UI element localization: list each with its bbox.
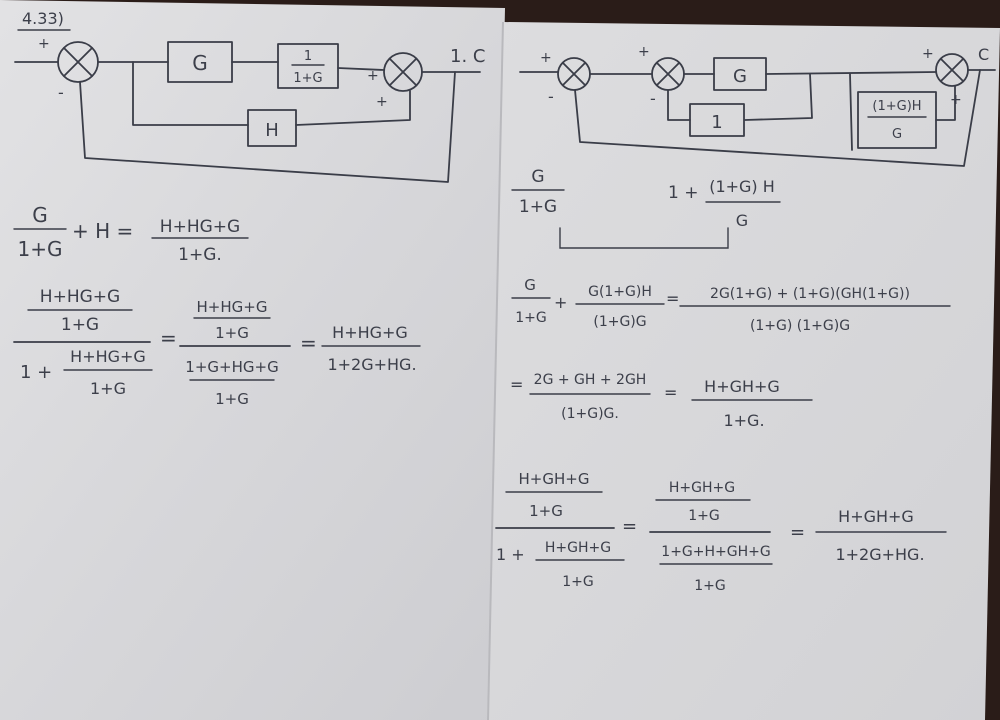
right-equation-4: = 2G + GH + 2GH (1+G)G. = H+GH+G 1+G.	[510, 372, 813, 430]
svg-text:+: +	[540, 50, 552, 66]
svg-text:1+G: 1+G	[90, 379, 126, 398]
right-equation-5: H+GH+G 1+G 1 + H+GH+G 1+G = H+GH+G 1+G 1…	[495, 470, 947, 594]
svg-text:C: C	[978, 45, 989, 64]
svg-text:1+G: 1+G	[515, 310, 547, 326]
svg-text:1 +: 1 +	[20, 362, 52, 383]
left-sign-plus-2: +	[367, 68, 379, 84]
right-equation-3: G 1+G + G(1+G)H (1+G)G = 2G(1+G) + (1+G)…	[511, 276, 951, 334]
svg-text:H+HG+G: H+HG+G	[160, 217, 240, 237]
right-bracket	[559, 227, 729, 249]
sheet-divider	[487, 21, 504, 720]
svg-text:-: -	[548, 87, 554, 106]
svg-text:H+GH+G: H+GH+G	[838, 507, 914, 526]
svg-text:G: G	[736, 211, 748, 230]
svg-text:+: +	[922, 46, 934, 62]
left-block-g-label: G	[192, 51, 208, 75]
svg-text:2G + GH + 2GH: 2G + GH + 2GH	[534, 372, 647, 388]
svg-text:H+GH+G: H+GH+G	[545, 540, 611, 556]
left-output-label: 1. C	[450, 46, 485, 67]
svg-text:H+GH+G: H+GH+G	[669, 480, 735, 496]
svg-text:H+HG+G: H+HG+G	[332, 323, 408, 342]
svg-text:+: +	[638, 44, 650, 60]
svg-text:+ H =: + H =	[72, 219, 133, 243]
svg-text:(1+G) H: (1+G) H	[709, 177, 775, 196]
svg-text:1+G: 1+G	[215, 390, 249, 408]
left-block-h-label: H	[265, 120, 279, 141]
svg-text:(1+G) (1+G)G: (1+G) (1+G)G	[750, 318, 850, 334]
svg-text:1+G+H+GH+G: 1+G+H+GH+G	[661, 544, 770, 560]
left-equation-2: H+HG+G 1+G 1 + H+HG+G 1+G = H+HG+G 1+G 1…	[13, 287, 421, 408]
left-block-inner-den: 1+G	[293, 71, 322, 86]
right-feedback-line	[574, 69, 981, 167]
svg-text:1 +: 1 +	[496, 545, 525, 564]
left-sign-plus-1: +	[38, 36, 50, 52]
left-feedback-line	[79, 71, 456, 183]
right-sheet	[487, 22, 1000, 720]
svg-text:(1+G)G: (1+G)G	[593, 314, 646, 330]
left-equation-1: G 1+G + H = H+HG+G 1+G.	[13, 203, 249, 265]
svg-text:2G(1+G) + (1+G)(GH(1+G)): 2G(1+G) + (1+G)(GH(1+G))	[710, 286, 910, 302]
left-block-h	[247, 109, 297, 147]
svg-text:G: G	[733, 66, 747, 87]
svg-text:G: G	[531, 167, 544, 187]
svg-text:-: -	[650, 89, 656, 108]
svg-text:H+GH+G: H+GH+G	[519, 470, 590, 488]
svg-text:1+2G+HG.: 1+2G+HG.	[835, 545, 924, 564]
svg-text:1+G.: 1+G.	[178, 245, 222, 265]
right-note-1: G 1+G	[511, 167, 565, 217]
svg-text:=: =	[664, 383, 677, 402]
svg-text:1: 1	[711, 112, 722, 133]
svg-text:1+G.: 1+G.	[723, 411, 764, 430]
svg-text:+: +	[554, 293, 567, 312]
svg-text:1+G: 1+G	[519, 197, 557, 217]
svg-text:1+G: 1+G	[61, 315, 99, 335]
left-sign-plus-3: +	[376, 94, 388, 110]
svg-text:1+G+HG+G: 1+G+HG+G	[185, 358, 278, 376]
problem-label: 4.33)	[22, 9, 64, 28]
svg-text:1+2G+HG.: 1+2G+HG.	[327, 355, 416, 374]
svg-text:(1+G)H: (1+G)H	[872, 99, 921, 114]
left-block-inner	[277, 43, 339, 89]
svg-text:H+HG+G: H+HG+G	[40, 287, 120, 307]
svg-text:1+G: 1+G	[18, 237, 63, 261]
svg-text:=: =	[790, 522, 805, 543]
svg-text:G(1+G)H: G(1+G)H	[588, 284, 652, 300]
svg-text:1+G: 1+G	[562, 574, 594, 590]
svg-text:G: G	[892, 127, 902, 142]
svg-text:1+G: 1+G	[688, 508, 720, 524]
svg-text:H+HG+G: H+HG+G	[70, 347, 146, 366]
right-note-2: 1 + (1+G) H G	[668, 177, 781, 230]
left-sheet	[0, 0, 505, 720]
svg-text:H+GH+G: H+GH+G	[704, 377, 780, 396]
svg-text:=: =	[510, 375, 523, 394]
left-block-diagram: 4.33) + - G 1 1+G + + H 1. C	[14, 9, 485, 183]
svg-text:1+G: 1+G	[215, 324, 249, 342]
left-sign-minus-1: -	[58, 83, 64, 102]
svg-text:1 +: 1 +	[668, 183, 698, 203]
svg-text:G: G	[32, 203, 48, 227]
left-block-inner-num: 1	[304, 49, 312, 64]
svg-text:H+HG+G: H+HG+G	[197, 298, 268, 316]
svg-text:=: =	[622, 516, 637, 537]
svg-text:(1+G)G.: (1+G)G.	[561, 406, 619, 422]
svg-text:G: G	[524, 276, 536, 294]
svg-text:=: =	[160, 326, 177, 350]
svg-text:=: =	[300, 331, 317, 355]
svg-text:=: =	[666, 289, 679, 308]
svg-text:1+G: 1+G	[529, 502, 563, 520]
svg-text:1+G: 1+G	[694, 578, 726, 594]
right-block-diagram: + - + - G 1 (1+G)H G + + C	[519, 44, 996, 167]
